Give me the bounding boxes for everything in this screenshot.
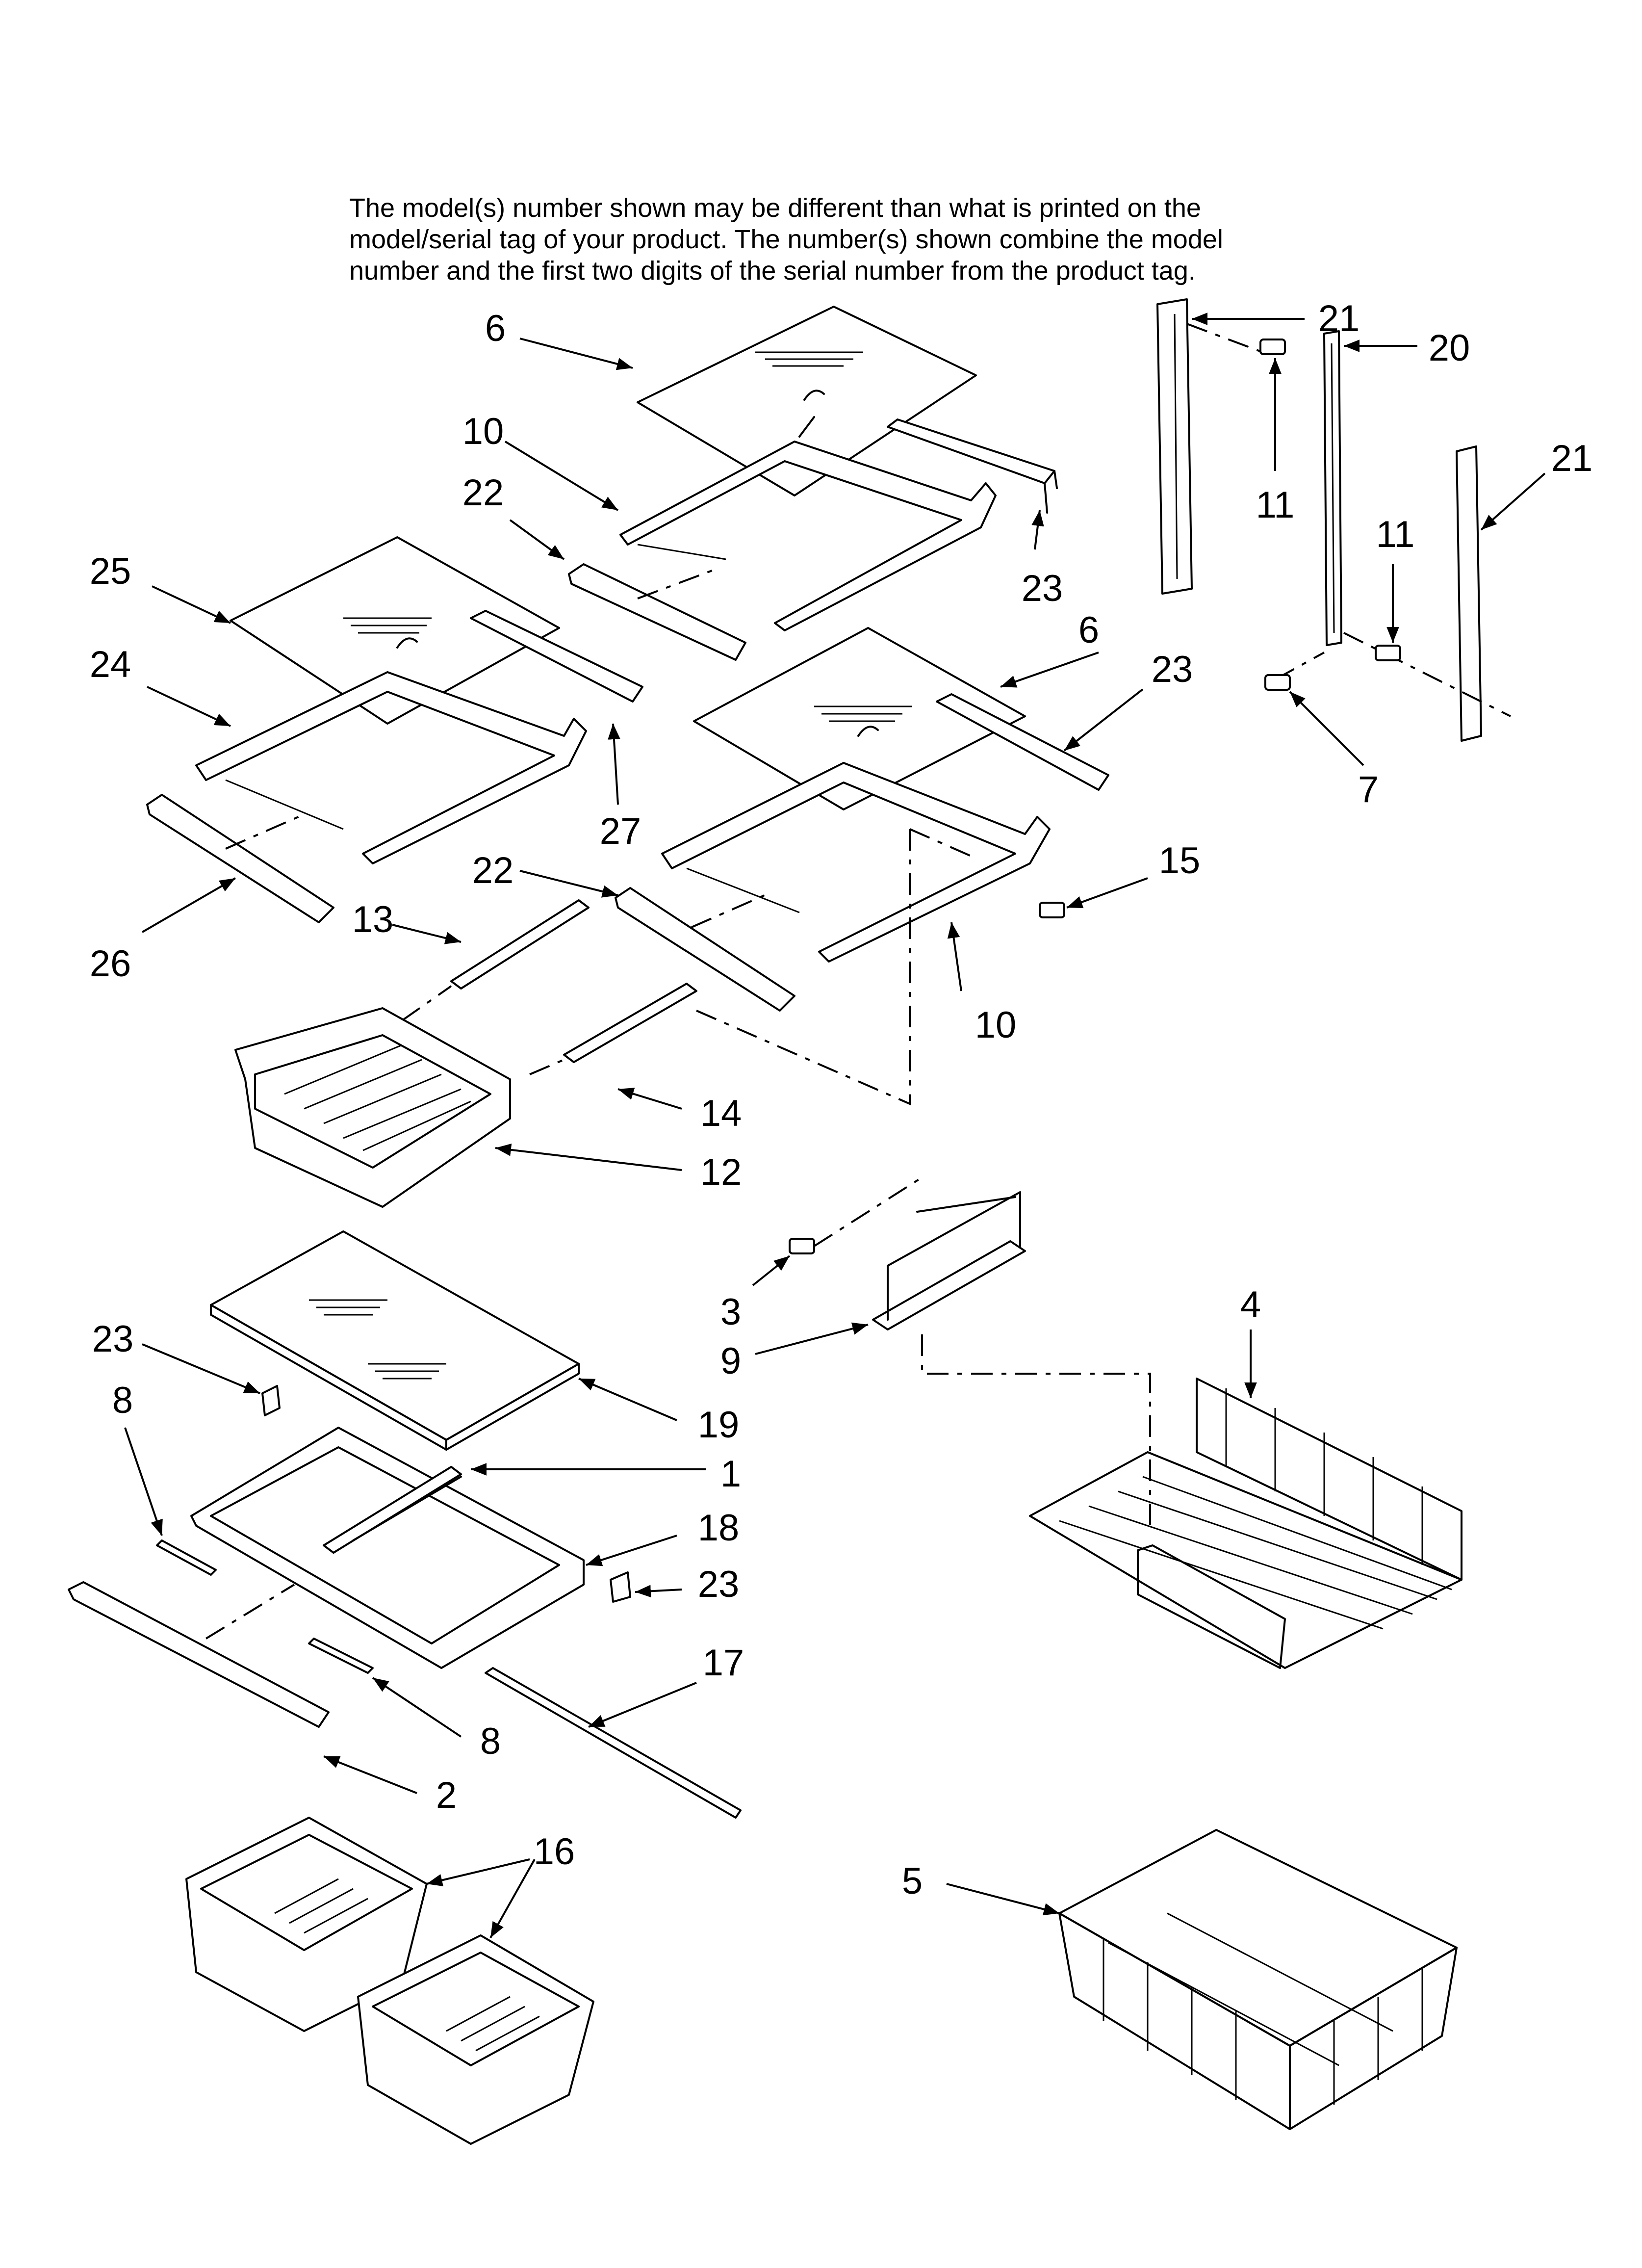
callout-19: 19: [698, 1404, 740, 1446]
screw-3: [789, 1238, 815, 1254]
lower-shelf-assembly: [68, 1230, 742, 1819]
callout-5: 5: [902, 1860, 923, 1902]
callout-23: 23: [1152, 649, 1193, 690]
callout-10: 10: [462, 411, 504, 452]
callout-21: 21: [1551, 438, 1593, 479]
callout-13: 13: [352, 899, 394, 940]
notice-line-2: model/serial tag of your product. The nu…: [349, 225, 1223, 254]
callout-20: 20: [1429, 327, 1470, 369]
shelf-front-26: [146, 794, 334, 923]
callout-4: 4: [1240, 1284, 1261, 1326]
callout-12: 12: [700, 1151, 742, 1193]
slide-rail-14: [563, 983, 697, 1063]
callout-17: 17: [703, 1642, 744, 1684]
shelf-front-trim-2: [68, 1581, 330, 1728]
shelf-trim-27: [470, 610, 643, 703]
ladder-rails: [1156, 298, 1511, 742]
crisper-drawers-16: [185, 1817, 594, 2145]
shelf-trim-23-top: [887, 418, 1055, 484]
callout-8: 8: [112, 1380, 133, 1421]
screw-15: [1039, 902, 1065, 918]
callout-9: 9: [720, 1340, 741, 1382]
callout-23: 23: [698, 1564, 740, 1605]
callout-23: 23: [1022, 568, 1063, 609]
callout-27: 27: [600, 810, 641, 852]
leader-lines: [124, 313, 1546, 1938]
screw-11-lower: [1375, 645, 1401, 661]
slide-rail-13: [450, 899, 590, 990]
shelf-trim-23-middle: [936, 693, 1109, 791]
screws: [789, 339, 1401, 1254]
shelf-frame-24: [195, 671, 587, 864]
callout-22: 22: [472, 850, 514, 891]
callout-6: 6: [485, 308, 506, 349]
callout-8: 8: [480, 1721, 501, 1762]
model-number-notice: The model(s) number shown may be differe…: [349, 192, 1355, 287]
callout-10: 10: [975, 1004, 1017, 1046]
callout-14: 14: [700, 1093, 742, 1134]
left-shelf-assembly: [146, 536, 643, 923]
wire-basket-4: [1029, 1378, 1462, 1669]
upper-shelf-assembly: [568, 306, 1058, 661]
callout-3: 3: [720, 1291, 741, 1333]
shelf-frame-10-middle: [661, 762, 1051, 963]
shelf-cover-frame-18: [190, 1427, 585, 1669]
divider-rod-17: [485, 1667, 742, 1819]
bracket-8-right: [308, 1638, 374, 1674]
callout-11: 11: [1376, 514, 1415, 555]
callout-24: 24: [90, 644, 131, 685]
callout-labels: 6 10 22 25 24 27 26 23 6 23 22 13 10 15 …: [90, 298, 1593, 1902]
shelf-ladder-21-left: [1156, 298, 1193, 595]
callout-7: 7: [1358, 769, 1379, 810]
callout-21: 21: [1318, 298, 1360, 339]
crisper-drawer-12: [234, 1007, 511, 1208]
callout-23: 23: [92, 1318, 134, 1360]
glass-shelf-25: [230, 536, 560, 725]
wire-bin-5: [1058, 1829, 1458, 2130]
bracket-8-left: [156, 1539, 217, 1576]
screw-7: [1264, 674, 1291, 691]
glass-shelf-6-middle: [693, 627, 1026, 810]
callout-15: 15: [1159, 840, 1201, 882]
crisper-cover-1: [323, 1466, 462, 1554]
glass-shelf-6-top: [637, 306, 977, 496]
callout-18: 18: [698, 1507, 740, 1549]
screw-11-upper: [1259, 339, 1286, 355]
shelf-front-22-top: [568, 563, 746, 661]
callout-11: 11: [1256, 484, 1295, 526]
callout-25: 25: [90, 550, 131, 592]
callout-1: 1: [720, 1453, 741, 1495]
bracket-23-left: [261, 1385, 281, 1416]
notice-line-3: number and the first two digits of the s…: [349, 256, 1196, 286]
shelf-front-22-middle: [615, 887, 795, 1012]
bracket-23-right: [610, 1571, 631, 1603]
callout-2: 2: [436, 1774, 457, 1816]
shelf-frame-10-top: [619, 441, 997, 631]
callout-6: 6: [1078, 609, 1099, 651]
notice-line-1: The model(s) number shown may be differe…: [349, 193, 1201, 223]
shelf-ladder-21-right: [1456, 445, 1482, 742]
callout-16: 16: [534, 1831, 575, 1873]
drawer-12-assembly: [234, 899, 911, 1208]
crisper-drawer-16-right: [357, 1934, 594, 2145]
basket-bracket-9: [813, 1176, 1151, 1526]
callout-26: 26: [90, 943, 131, 985]
callout-22: 22: [462, 472, 504, 514]
middle-shelf-assembly: [615, 627, 1109, 1084]
